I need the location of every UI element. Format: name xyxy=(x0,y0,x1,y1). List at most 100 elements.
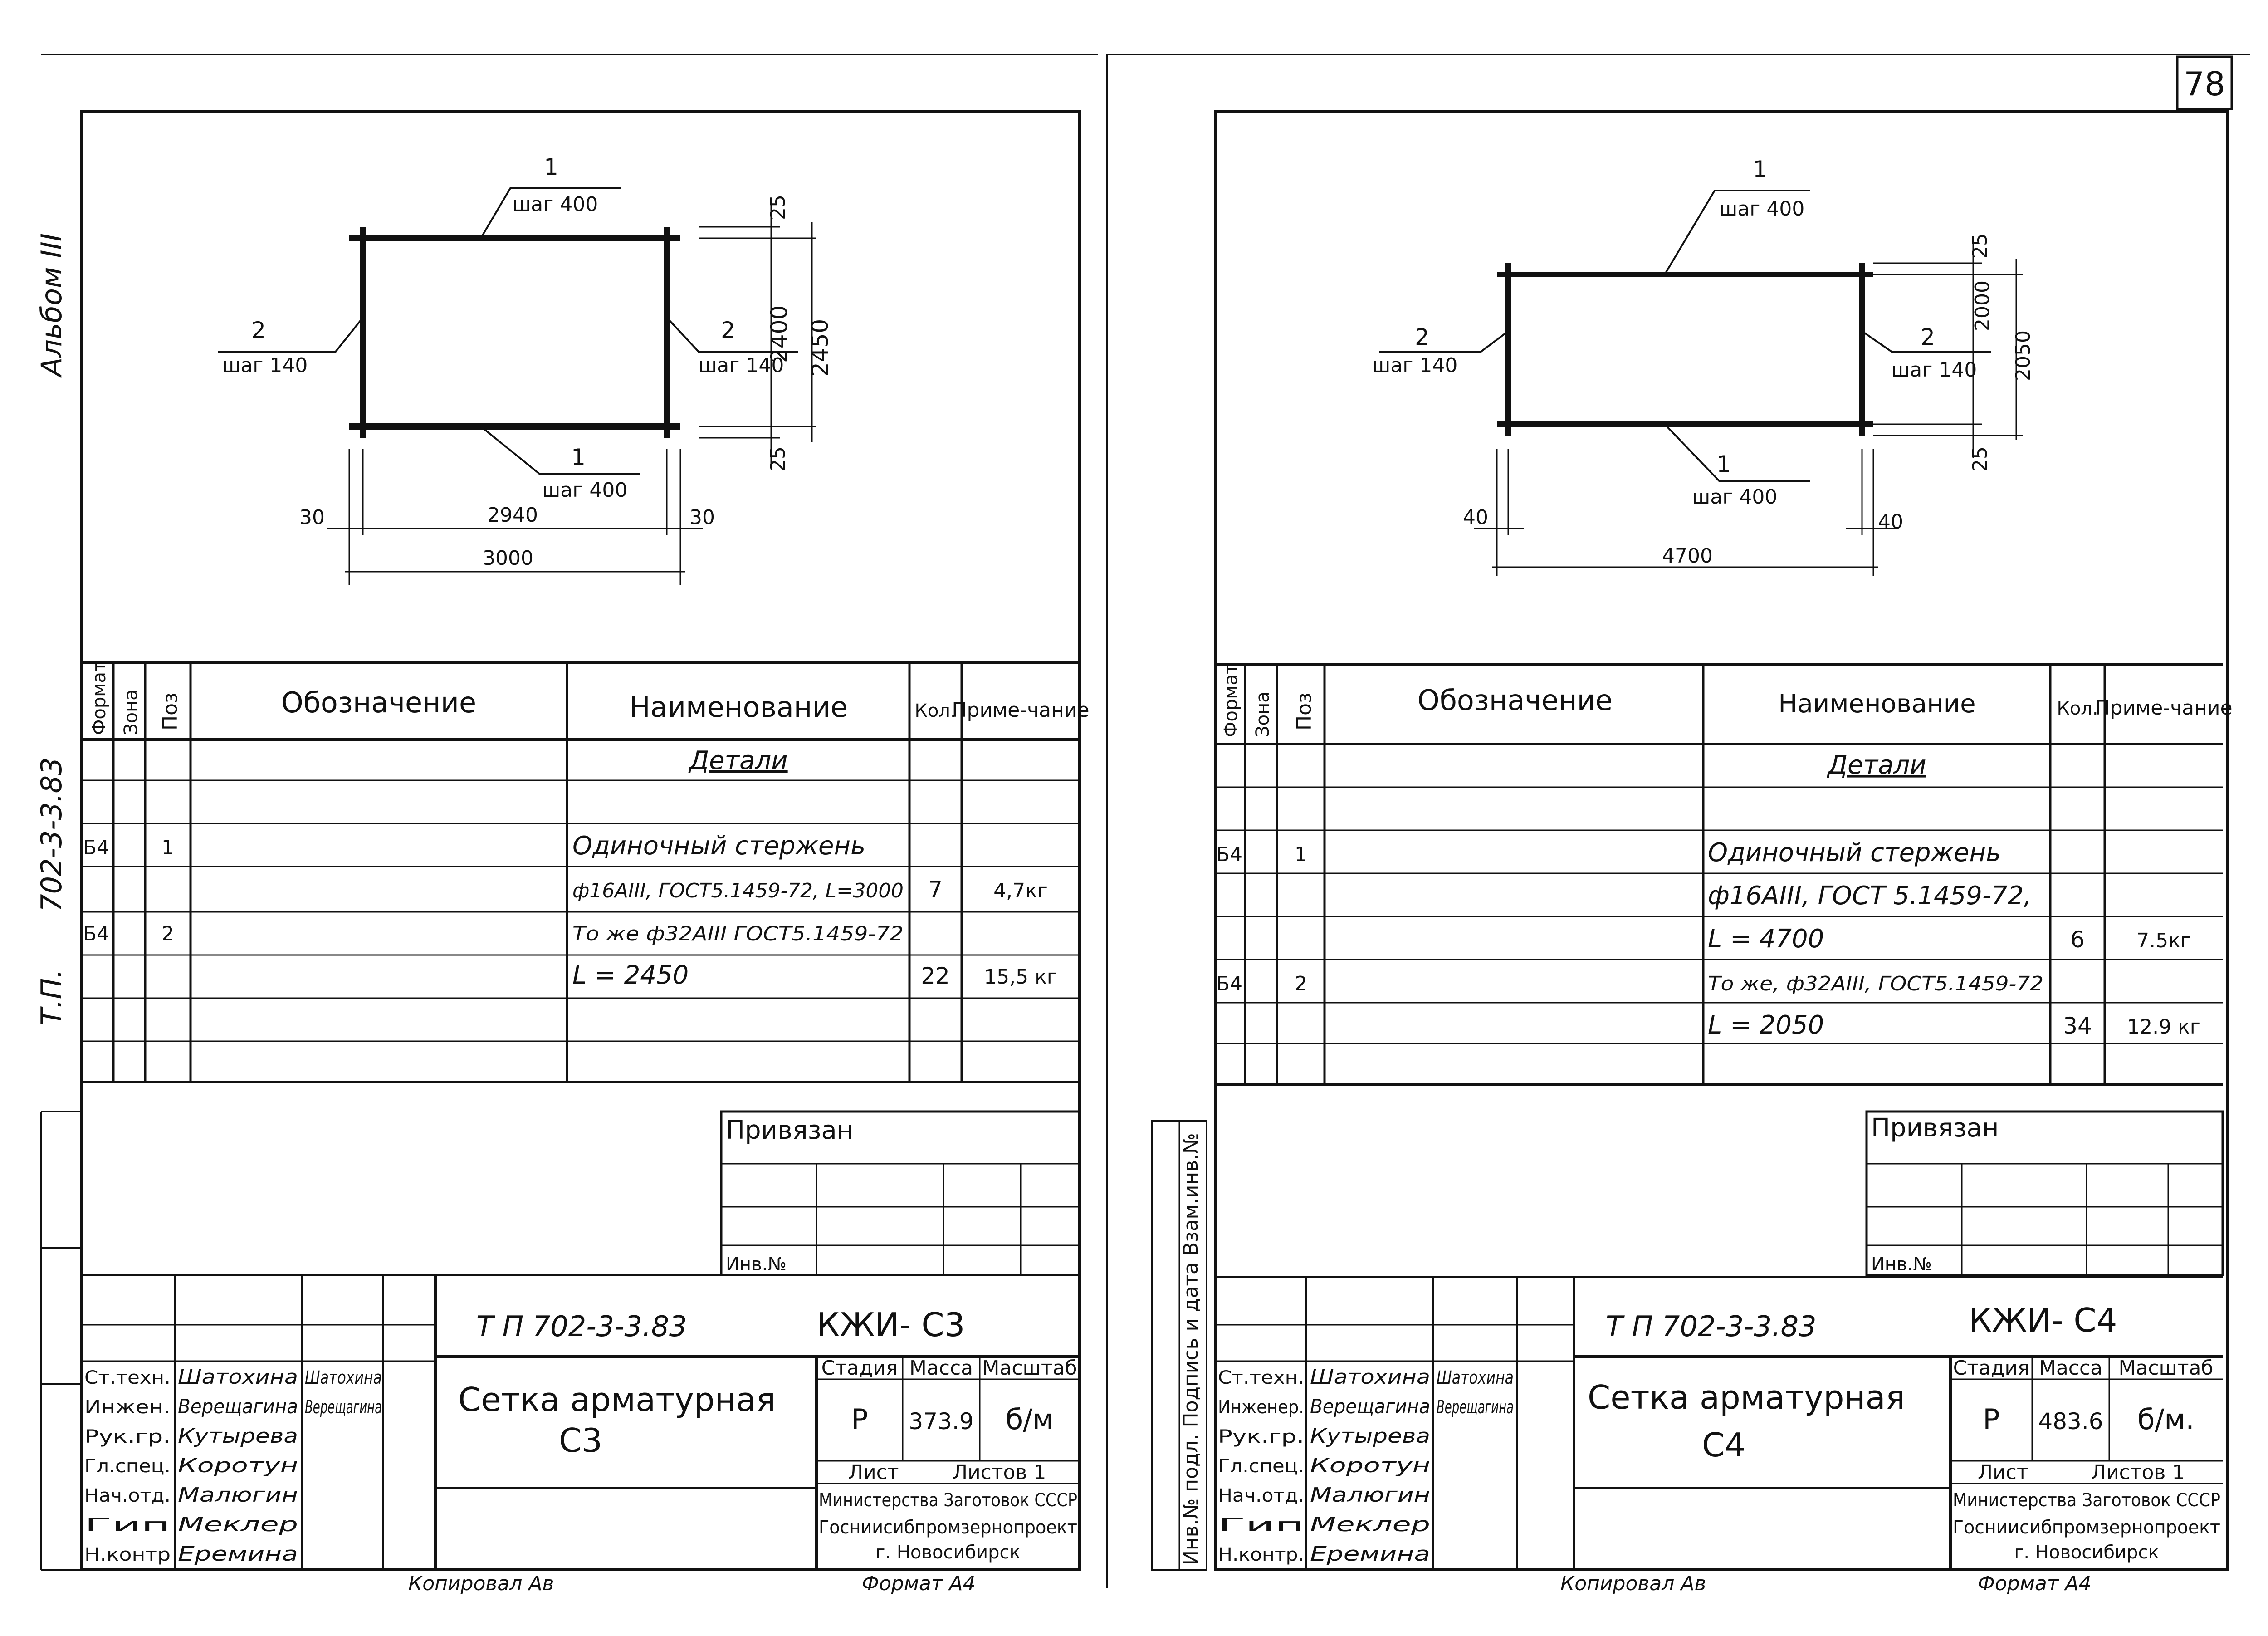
c3-org-line1: Министерства Заготовок СССР xyxy=(819,1490,1077,1511)
c3-dim-top-overhang: 25 xyxy=(767,195,790,220)
c4-sheet-label: Лист xyxy=(1978,1461,2028,1484)
c3-signer-name: Кутырева xyxy=(178,1425,298,1448)
c4-signer-name: Шатохина xyxy=(1310,1366,1430,1389)
c3-signer-signature: Верещагина xyxy=(305,1397,382,1418)
c4-org-line3: г. Новосибирск xyxy=(2014,1542,2159,1563)
c3-dim-inner-width: 2940 xyxy=(487,504,538,527)
c3-bottom-bar-step: шаг 400 xyxy=(542,479,627,502)
format-label-left: Формат А4 xyxy=(862,1572,976,1595)
c4-dim-bottom-overhang: 25 xyxy=(1969,446,1992,472)
c4-row-pos: 1 xyxy=(1295,843,1307,866)
c4-row-pos: 2 xyxy=(1295,972,1307,995)
c4-signer-name: Кутырева xyxy=(1310,1425,1430,1448)
c3-section-title: Детали xyxy=(688,746,787,775)
c3-col-note: Приме-чание xyxy=(952,699,1089,722)
c3-left-bar-label: 2 xyxy=(251,317,266,343)
copied-label-right: Копировал Ав xyxy=(1560,1572,1706,1595)
c3-signer-name: Еремина xyxy=(178,1543,298,1566)
c3-row-qty: 7 xyxy=(928,877,943,903)
c4-doc-code: Т П 702-3-3.83 xyxy=(1606,1310,1817,1343)
c3-mass-value: 373.9 xyxy=(909,1408,973,1435)
c3-row-format: Б4 xyxy=(83,836,109,859)
c4-top-bar-step: шаг 400 xyxy=(1719,197,1804,220)
c4-row-qty: 6 xyxy=(2070,926,2085,953)
c3-top-bar-label: 1 xyxy=(544,154,558,180)
c3-scale-value: б/м xyxy=(1006,1403,1054,1436)
c4-row-format: Б4 xyxy=(1216,972,1242,995)
c3-sheets-label: Листов 1 xyxy=(953,1461,1046,1484)
c4-signer-name: Коротун xyxy=(1310,1454,1430,1477)
tp-label: Т.П. xyxy=(35,969,68,1025)
format-label-right: Формат А4 xyxy=(1978,1572,2092,1595)
c3-signer-name: Верещагина xyxy=(178,1395,298,1418)
side-stamp-label: Инв.№ подл. Подпись и дата Взам.инв.№ xyxy=(1179,1133,1202,1565)
sheet-c4: 1 шаг 400 1 шаг 400 2 шаг 140 2 шаг 140 … xyxy=(1214,110,2233,1571)
c4-col-name: Наименование xyxy=(1778,689,1975,719)
series-label: 702-3-3.83 xyxy=(35,757,68,912)
c4-title-line1: Сетка арматурная xyxy=(1588,1378,1905,1416)
c4-signer-role: Рук.гр. xyxy=(1218,1426,1304,1447)
c3-org-line3: г. Новосибирск xyxy=(875,1542,1020,1563)
c4-signer-role: Н.контр. xyxy=(1218,1544,1304,1565)
c3-col-format: Формат xyxy=(89,661,110,735)
c4-right-bar-step: шаг 140 xyxy=(1892,358,1977,382)
c4-col-zone: Зона xyxy=(1252,691,1273,737)
sheet-c3-frame xyxy=(80,110,1081,1571)
c4-left-bar-step: шаг 140 xyxy=(1372,354,1457,377)
c4-signer-signature: Шатохина xyxy=(1437,1367,1514,1388)
c3-top-bar-step: шаг 400 xyxy=(513,193,598,216)
c4-dim-inner-height: 2000 xyxy=(1971,280,1994,331)
c4-stage-header: Стадия xyxy=(1953,1357,2030,1380)
c3-stage-header: Стадия xyxy=(821,1357,898,1380)
c4-row-format: Б4 xyxy=(1216,843,1242,866)
c4-col-format: Формат xyxy=(1221,664,1242,737)
c3-signer-name: Меклер xyxy=(178,1513,298,1536)
c4-signer-name: Еремина xyxy=(1310,1543,1430,1566)
c4-row-note: 12.9 кг xyxy=(2127,1015,2200,1038)
c4-col-pos: Поз xyxy=(1293,693,1316,730)
c4-bottom-bar-label: 1 xyxy=(1716,451,1731,477)
c4-signer-role: Гл.спец. xyxy=(1218,1456,1304,1477)
copied-label-left: Копировал Ав xyxy=(408,1572,554,1595)
title-block-c3 xyxy=(82,1110,1081,1570)
c3-row-note: 15,5 кг xyxy=(984,965,1057,989)
c4-mass-header: Масса xyxy=(2039,1357,2102,1380)
mesh-drawing-c4 xyxy=(1379,190,2023,576)
c4-signer-role: Ст.техн. xyxy=(1218,1367,1304,1388)
c4-section-title: Детали xyxy=(1826,750,1926,780)
c4-row-name: ф16АIII, ГОСТ 5.1459-72, xyxy=(1708,881,2032,911)
c3-inv-no: Инв.№ xyxy=(726,1254,787,1275)
album-label: Альбом III xyxy=(35,233,68,378)
mesh-drawing-c3 xyxy=(218,187,816,585)
c3-row-name: ф16АIII, ГОСТ5.1459-72, L=3000 xyxy=(572,879,904,902)
c4-stage-value: Р xyxy=(1983,1403,1999,1436)
c4-signer-name: Меклер xyxy=(1310,1513,1430,1536)
page-number-box: 78 xyxy=(2176,55,2233,110)
c4-dim-total-height: 2050 xyxy=(2012,330,2035,381)
spec-table-c3 xyxy=(82,661,1080,1083)
c3-col-name: Наименование xyxy=(629,691,848,724)
c3-right-bar-label: 2 xyxy=(721,317,735,343)
c3-row-name: Одиночный стержень xyxy=(572,831,865,861)
spec-table-c4-headers: Формат Зона Поз Обозначение Наименование… xyxy=(1221,664,2233,737)
page-frame xyxy=(41,54,2250,1588)
c4-top-bar-label: 1 xyxy=(1753,156,1767,182)
c4-bottom-bar-step: шаг 400 xyxy=(1692,485,1777,509)
c4-row-name: L = 4700 xyxy=(1708,924,1824,954)
c4-sheets-label: Листов 1 xyxy=(2091,1461,2185,1484)
sheet-c4-frame xyxy=(1214,110,2229,1571)
c3-dim-right-overhang: 30 xyxy=(689,506,715,529)
c4-signer-role: Нач.отд. xyxy=(1218,1485,1304,1506)
c3-right-bar-step: шаг 140 xyxy=(699,354,784,377)
c3-dim-total-width: 3000 xyxy=(483,547,533,570)
c3-row-qty: 22 xyxy=(921,963,950,989)
c3-row-pos: 2 xyxy=(161,922,174,945)
c4-col-note: Приме-чание xyxy=(2095,696,2232,720)
c4-scale-header: Масштаб xyxy=(2118,1357,2213,1380)
c4-org-line2: Госниисибпромзернопроект xyxy=(1953,1517,2220,1538)
c4-mass-value: 483.6 xyxy=(2038,1408,2103,1435)
